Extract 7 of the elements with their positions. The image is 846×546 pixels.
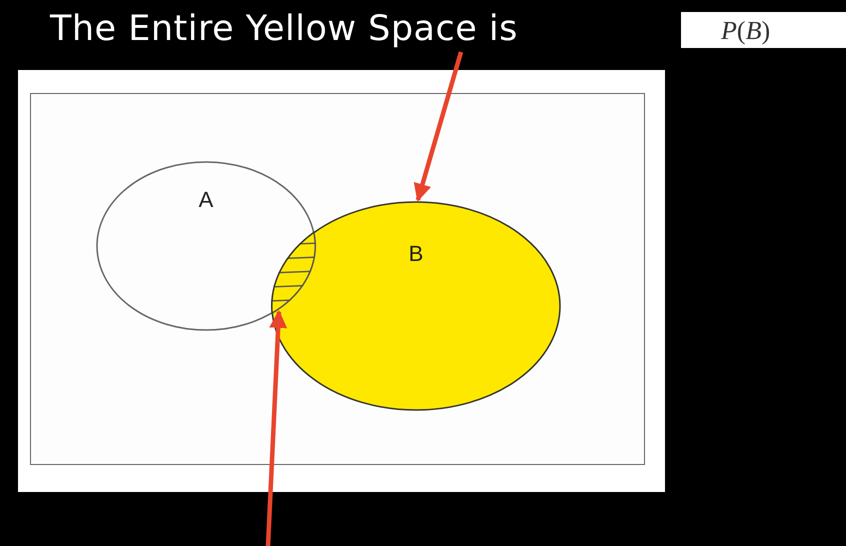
arrow (266, 310, 288, 546)
set-label: A (198, 189, 214, 211)
set-label: B (408, 243, 424, 265)
universe-rectangle (30, 93, 645, 465)
set-ellipse (271, 201, 561, 411)
formula-box: P(B) (681, 12, 846, 48)
heading-text: The Entire Yellow Space is (50, 12, 518, 47)
